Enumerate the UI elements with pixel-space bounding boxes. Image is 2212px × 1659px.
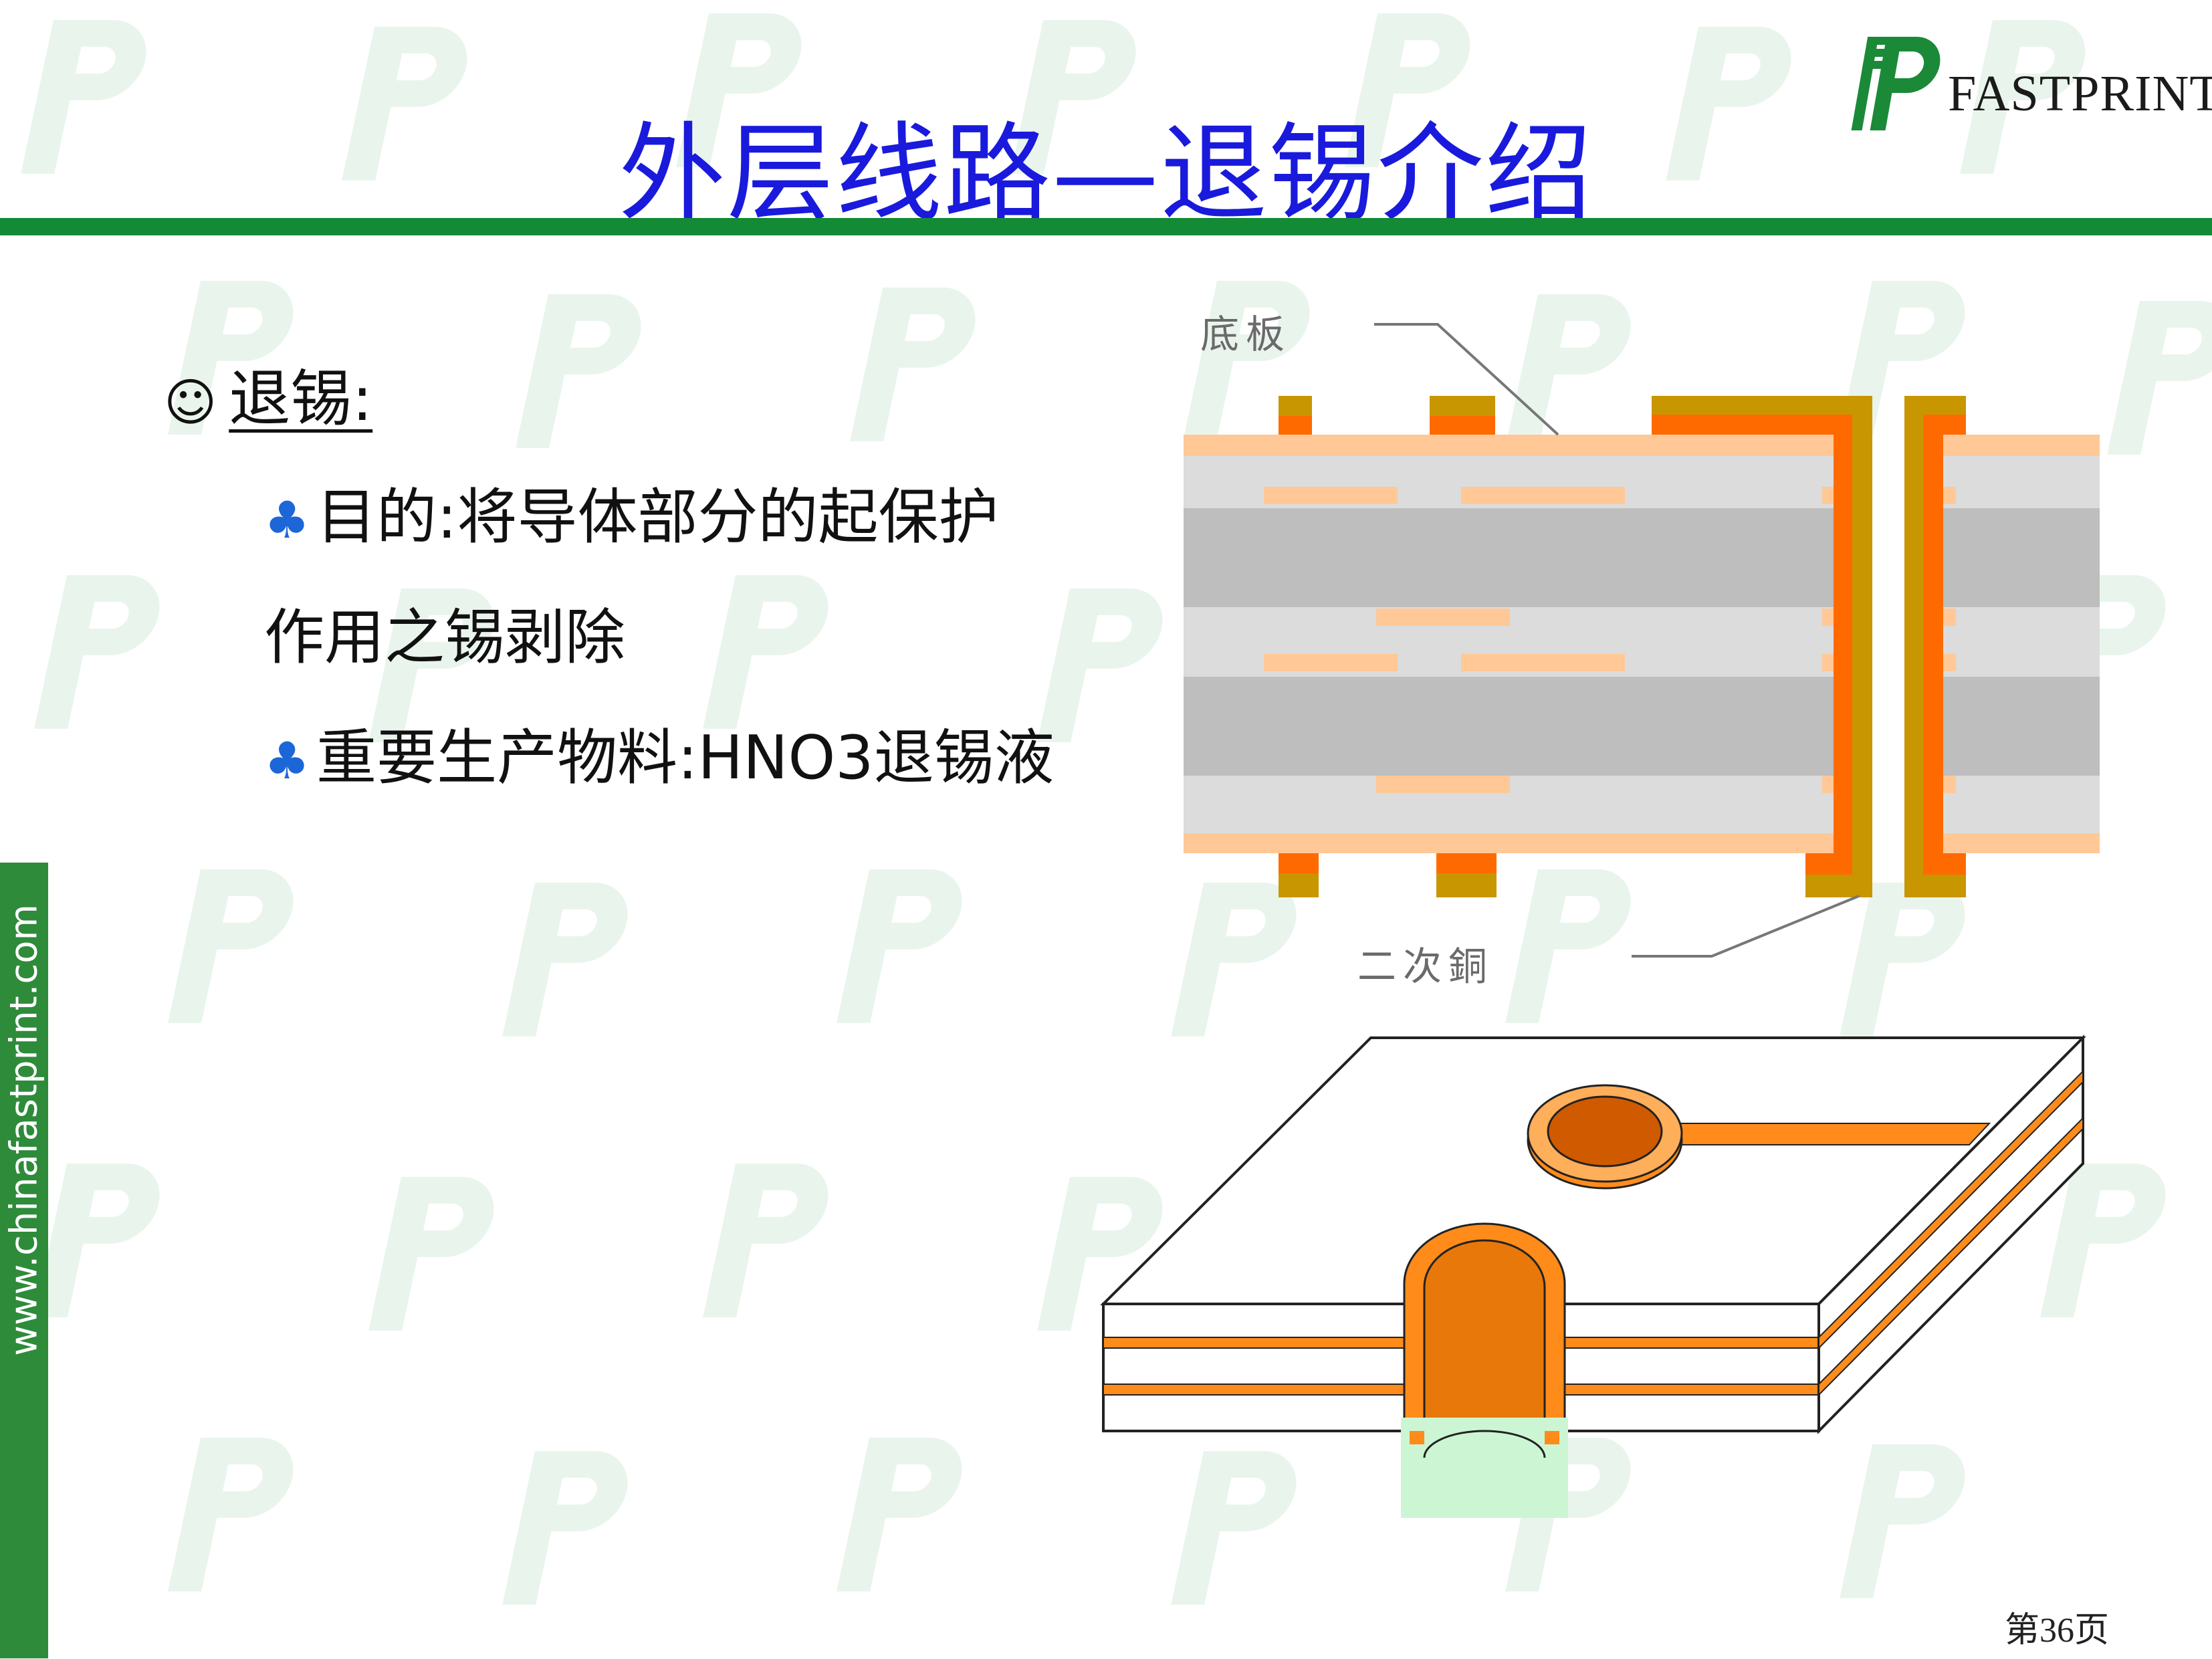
club-icon: ♣ xyxy=(264,731,310,790)
brand-logo: FASTPRINT xyxy=(1849,30,2212,144)
side-band xyxy=(0,863,48,1658)
bullet-purpose-cont: 作用之锡剥除 xyxy=(264,588,625,675)
pcb-3d-diagram xyxy=(1100,1034,2086,1518)
page-title: 外层线路—退锡介绍 xyxy=(618,111,1593,236)
bullet-purpose-line1: 目的:将导体部分的起保护 xyxy=(316,482,999,552)
title-divider xyxy=(0,218,2212,235)
smiley-icon: ☺ xyxy=(164,372,217,432)
fastprint-logo-icon xyxy=(1851,37,1941,130)
page-number: 第36页 xyxy=(2005,1612,2110,1650)
section-heading-text: 退锡: xyxy=(229,363,373,435)
bullet-material-line1: 重要生产物料:HNO3退锡液 xyxy=(316,723,1055,793)
bullet-purpose-line2: 作用之锡剥除 xyxy=(264,602,625,673)
cross-section-diagram: 底板 二次銅 xyxy=(1184,312,2100,989)
brand-name: FASTPRINT xyxy=(1948,66,2212,122)
bullet-purpose: ♣目的:将导体部分的起保护 xyxy=(264,468,998,555)
label-substrate: 底板 xyxy=(1200,312,1291,357)
section-heading: ☺退锡: xyxy=(164,349,372,438)
club-icon: ♣ xyxy=(264,490,310,550)
bullet-material: ♣重要生产物料:HNO3退锡液 xyxy=(264,709,1055,796)
label-second-copper: 二次銅 xyxy=(1357,944,1494,989)
